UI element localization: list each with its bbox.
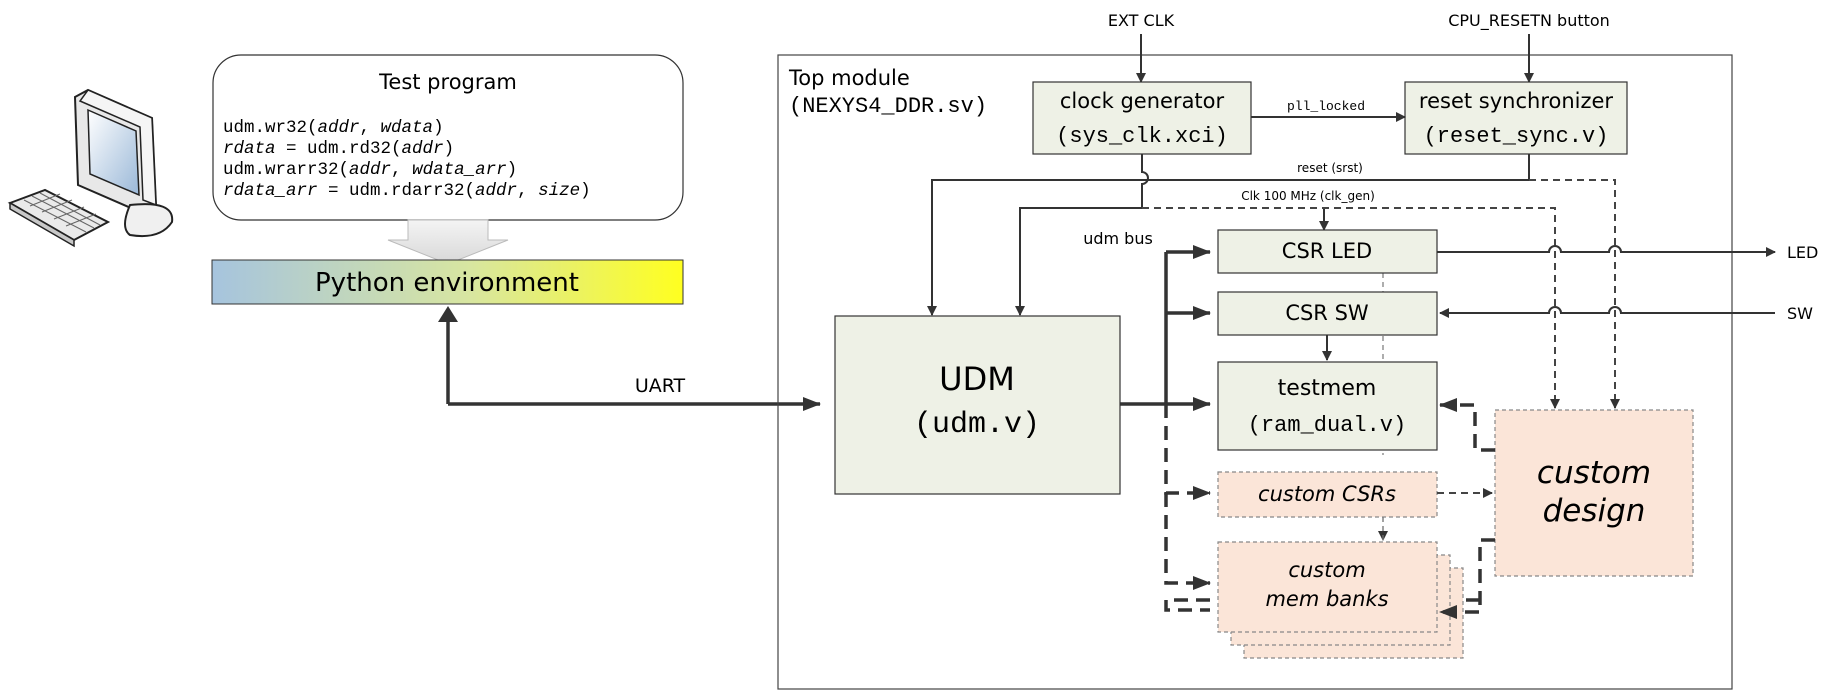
csr-led-block: CSR LED [1217,229,1438,274]
code-line-3-part-4: wdata_arr [412,160,507,180]
custom-design-links [1382,398,1495,619]
custom-mem-banks-line2: mem banks [1265,587,1388,611]
uart-label: UART [635,375,686,397]
custom-csrs-block: custom CSRs [1217,471,1438,518]
computer-icon [7,88,174,248]
reset-srst-label: reset (srst) [1297,161,1363,175]
udm-title: UDM [939,360,1015,398]
sw-input: SW [1439,304,1813,323]
code-line-2-part-3: addr [402,139,444,159]
test-program-title: Test program [378,70,517,94]
code-line-4-part-1: rdata_arr [223,181,318,201]
test-program-code: udm.wr32(addr, wdata)rdata = udm.rd32(ad… [223,118,591,201]
code-line-4-part-4: , [517,181,538,201]
csr-sw-label: CSR SW [1285,301,1369,325]
code-line-3-part-2: addr [349,160,391,180]
code-line-2-part-4: ) [444,139,455,159]
ext-clk-label: EXT CLK [1108,11,1175,30]
reset-synchronizer-file: (reset_sync.v) [1424,124,1609,149]
code-line-4-part-3: addr [475,181,517,201]
testmem-block: testmem (ram_dual.v) [1217,361,1438,451]
clock-generator-title: clock generator [1060,89,1225,113]
code-line-4-part-6: ) [580,181,591,201]
top-module-title: Top module [788,66,910,90]
testmem-file: (ram_dual.v) [1248,413,1406,438]
udm-bus: udm bus [1083,229,1211,612]
clock-generator-file: (sys_clk.xci) [1056,124,1228,149]
arrow-down-icon [387,219,509,265]
udm-file: (udm.v) [914,408,1040,442]
code-line-3-part-3: , [391,160,412,180]
code-line-3-part-5: ) [507,160,518,180]
code-line-1-part-1: udm.wr32( [223,118,318,138]
pll-locked-label: pll_locked [1287,99,1365,114]
code-line-2-part-2: = udm.rd32( [276,139,402,159]
uart-link: UART [438,306,821,411]
csr-led-label: CSR LED [1282,239,1372,263]
udm-block: UDM (udm.v) [834,315,1121,495]
python-environment-bar: Python environment [211,259,684,305]
clk-100-label: Clk 100 MHz (clk_gen) [1241,189,1375,203]
reset-line-udm [927,154,1530,316]
test-program-box: Test program udm.wr32(addr, wdata)rdata … [212,54,684,221]
udm-bus-label: udm bus [1083,229,1153,248]
custom-csrs-label: custom CSRs [1258,482,1396,506]
reset-synchronizer-title: reset synchronizer [1419,89,1614,113]
testmem-title: testmem [1278,376,1377,401]
csr-sw-block: CSR SW [1217,291,1438,336]
code-line-1-part-2: addr [318,118,360,138]
clock-generator-block: clock generator (sys_clk.xci) [1032,81,1252,155]
code-line-1-part-4: wdata [381,118,434,138]
code-line-3-part-1: udm.wrarr32( [223,160,349,180]
reset-synchronizer-block: reset synchronizer (reset_sync.v) [1404,81,1628,155]
custom-mem-banks-line1: custom [1288,558,1365,582]
top-module-frame: Top module (NEXYS4_DDR.sv) [777,54,1733,690]
code-line-1-part-5: ) [433,118,444,138]
sw-label: SW [1787,304,1813,323]
code-line-4-part-5: size [538,181,580,201]
led-output: LED [1437,243,1818,262]
code-line-4-part-2: = udm.rdarr32( [318,181,476,201]
clk-line-udm [1015,154,1149,316]
reset-line-custom [1529,179,1620,409]
custom-design-line2: design [1543,493,1646,529]
led-label: LED [1787,243,1818,262]
cpu-reset-label: CPU_RESETN button [1448,11,1610,31]
python-environment-label: Python environment [315,268,579,298]
code-line-1-part-3: , [360,118,381,138]
custom-design-line1: custom [1537,455,1651,491]
custom-design-block: custom design [1494,409,1694,577]
custom-mem-banks-block: custom mem banks [1217,541,1464,659]
code-line-2-part-1: rdata [223,139,276,159]
top-module-file: (NEXYS4_DDR.sv) [789,94,987,119]
clk-line-custom [1142,207,1560,409]
